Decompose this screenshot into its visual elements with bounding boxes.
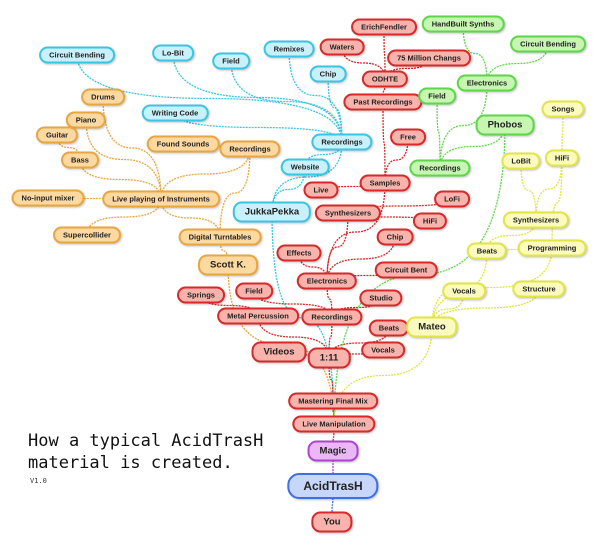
node-livemanip[interactable]: Live Manipulation bbox=[292, 415, 376, 433]
node-mateo[interactable]: Mateo bbox=[406, 316, 458, 338]
edge-or-rec-to-or-turn bbox=[219, 148, 251, 238]
node-or-live[interactable]: Live playing of Instruments bbox=[102, 190, 220, 208]
edge-or-bass-to-or-live bbox=[79, 159, 162, 200]
edge-cy-field-to-cy-rec bbox=[230, 60, 343, 143]
edge-rd-past-to-rd-samples bbox=[382, 101, 386, 184]
node-or-guitar[interactable]: Guitar bbox=[35, 126, 79, 144]
node-rd-vocals[interactable]: Vocals bbox=[361, 341, 405, 359]
edge-cy-writing-to-cy-rec bbox=[174, 112, 343, 143]
edge-gr-elec-to-gr-rec bbox=[439, 82, 488, 169]
node-ye-songs[interactable]: Songs bbox=[541, 100, 585, 118]
edge-ye-hifi-to-ye-prog bbox=[551, 157, 563, 249]
node-magic[interactable]: Magic bbox=[307, 440, 359, 462]
node-cy-field[interactable]: Field bbox=[212, 52, 250, 70]
node-master[interactable]: Mastering Final Mix bbox=[288, 392, 378, 410]
node-gr-hand[interactable]: HandBuilt Synths bbox=[421, 15, 505, 33]
node-ye-hifi[interactable]: HiFi bbox=[544, 149, 580, 167]
title-line-2: material is created. bbox=[28, 453, 233, 473]
node-or-super[interactable]: Supercollider bbox=[53, 226, 121, 244]
node-rd-hifi[interactable]: HiFi bbox=[412, 212, 448, 230]
node-ye-vocals[interactable]: Vocals bbox=[442, 282, 486, 300]
diagram-title: How a typical AcidTrasH material is crea… bbox=[28, 430, 263, 474]
node-acid[interactable]: AcidTrasH bbox=[287, 473, 379, 499]
node-rd-lofi[interactable]: LoFi bbox=[434, 190, 470, 208]
node-ye-lobit[interactable]: LoBit bbox=[501, 152, 541, 170]
node-rd-beats[interactable]: Beats bbox=[368, 319, 410, 337]
node-you[interactable]: You bbox=[311, 511, 353, 533]
node-rd-75[interactable]: 75 Million Changs bbox=[387, 49, 471, 67]
node-gr-field[interactable]: Field bbox=[418, 87, 456, 105]
node-rd-effects[interactable]: Effects bbox=[276, 244, 322, 262]
node-rd-metal[interactable]: Metal Percussion bbox=[217, 307, 299, 325]
node-gr-circuit[interactable]: Circuit Bending bbox=[510, 35, 586, 53]
node-rd-erich[interactable]: ErichFendler bbox=[351, 18, 417, 36]
node-ye-struct[interactable]: Structure bbox=[512, 280, 566, 298]
node-or-bass[interactable]: Bass bbox=[61, 151, 99, 169]
version-label: V1.0 bbox=[30, 477, 47, 485]
edge-ye-prog-to-mateo bbox=[431, 247, 553, 328]
node-or-drums[interactable]: Drums bbox=[81, 88, 125, 106]
node-gr-elec[interactable]: Electronics bbox=[456, 74, 518, 92]
node-rd-cbent[interactable]: Circuit Bent bbox=[374, 261, 438, 279]
node-rd-studio[interactable]: Studio bbox=[359, 289, 403, 307]
edge-rd-elec-to-rd-rec bbox=[326, 280, 333, 318]
node-rd-odhte[interactable]: ODHTE bbox=[361, 70, 409, 88]
edge-cy-chip-to-cy-rec bbox=[327, 73, 343, 143]
node-rd-springs[interactable]: Springs bbox=[177, 286, 225, 304]
node-or-noinput[interactable]: No-input mixer bbox=[11, 189, 85, 207]
node-cy-web[interactable]: Website bbox=[280, 158, 330, 176]
node-rd-field[interactable]: Field bbox=[235, 282, 273, 300]
edge-ye-beats-to-mateo bbox=[431, 250, 488, 328]
node-scott[interactable]: Scott K. bbox=[198, 254, 258, 276]
edge-rd-free-to-rd-samples bbox=[384, 136, 409, 184]
edge-cy-circuit-to-cy-rec bbox=[76, 54, 343, 143]
edge-gr-hand-to-gr-elec bbox=[462, 23, 488, 84]
edge-gr-circuit-to-gr-elec bbox=[486, 43, 549, 84]
node-cy-lobit[interactable]: Lo-Bit bbox=[152, 44, 194, 62]
edge-one11-to-master bbox=[328, 357, 334, 402]
edge-or-drums-to-or-live bbox=[102, 96, 162, 200]
node-or-found[interactable]: Found Sounds bbox=[146, 135, 220, 153]
node-cy-remixes[interactable]: Remixes bbox=[263, 40, 315, 58]
node-cy-rec[interactable]: Recordings bbox=[311, 133, 373, 151]
node-gr-rec[interactable]: Recordings bbox=[409, 159, 471, 177]
edge-gr-field-to-gr-rec bbox=[436, 95, 441, 169]
node-or-rec[interactable]: Recordings bbox=[219, 140, 281, 158]
edge-ye-songs-to-ye-hifi bbox=[561, 108, 564, 159]
edge-cy-remixes-to-cy-rec bbox=[288, 48, 343, 143]
edge-or-super-to-or-live bbox=[86, 198, 162, 236]
node-cy-chip[interactable]: Chip bbox=[309, 65, 347, 83]
node-rd-videos[interactable]: Videos bbox=[251, 341, 307, 363]
node-rd-elec[interactable]: Electronics bbox=[296, 272, 358, 290]
node-rd-past[interactable]: Past Recordings bbox=[343, 93, 423, 111]
edge-or-rec-to-or-live bbox=[160, 148, 251, 200]
node-cy-writing[interactable]: Writing Code bbox=[141, 104, 209, 122]
node-rd-rec[interactable]: Recordings bbox=[301, 308, 363, 326]
node-rd-synth[interactable]: Synthesizers bbox=[314, 204, 382, 222]
node-cy-circuit[interactable]: Circuit Bending bbox=[39, 46, 115, 64]
title-line-1: How a typical AcidTrasH bbox=[28, 431, 264, 451]
edge-or-live-to-or-turn bbox=[160, 198, 221, 238]
node-rd-samples[interactable]: Samples bbox=[359, 174, 411, 192]
node-rd-free[interactable]: Free bbox=[390, 128, 426, 146]
node-or-turn[interactable]: Digital Turntables bbox=[178, 228, 262, 246]
node-rd-waters[interactable]: Waters bbox=[319, 38, 365, 56]
node-ye-beats[interactable]: Beats bbox=[466, 242, 508, 260]
node-one11[interactable]: 1:11 bbox=[307, 347, 351, 369]
node-rd-live[interactable]: Live bbox=[303, 181, 339, 199]
edge-ye-lobit-to-ye-synth bbox=[520, 160, 537, 221]
node-ye-synth[interactable]: Synthesizers bbox=[502, 211, 570, 229]
node-jukka[interactable]: JukkaPekka bbox=[232, 201, 312, 223]
node-or-piano[interactable]: Piano bbox=[65, 111, 107, 129]
edge-ye-hifi-to-ye-synth bbox=[535, 157, 563, 221]
node-ye-prog[interactable]: Programming bbox=[517, 239, 587, 257]
edge-rd-chip-to-rd-elec bbox=[326, 236, 396, 282]
edge-rd-erich-to-rd-odhte bbox=[383, 26, 386, 80]
node-phobos[interactable]: Phobos bbox=[475, 114, 535, 136]
node-rd-chip[interactable]: Chip bbox=[376, 228, 414, 246]
edge-rd-synth-to-rd-elec bbox=[326, 212, 349, 282]
